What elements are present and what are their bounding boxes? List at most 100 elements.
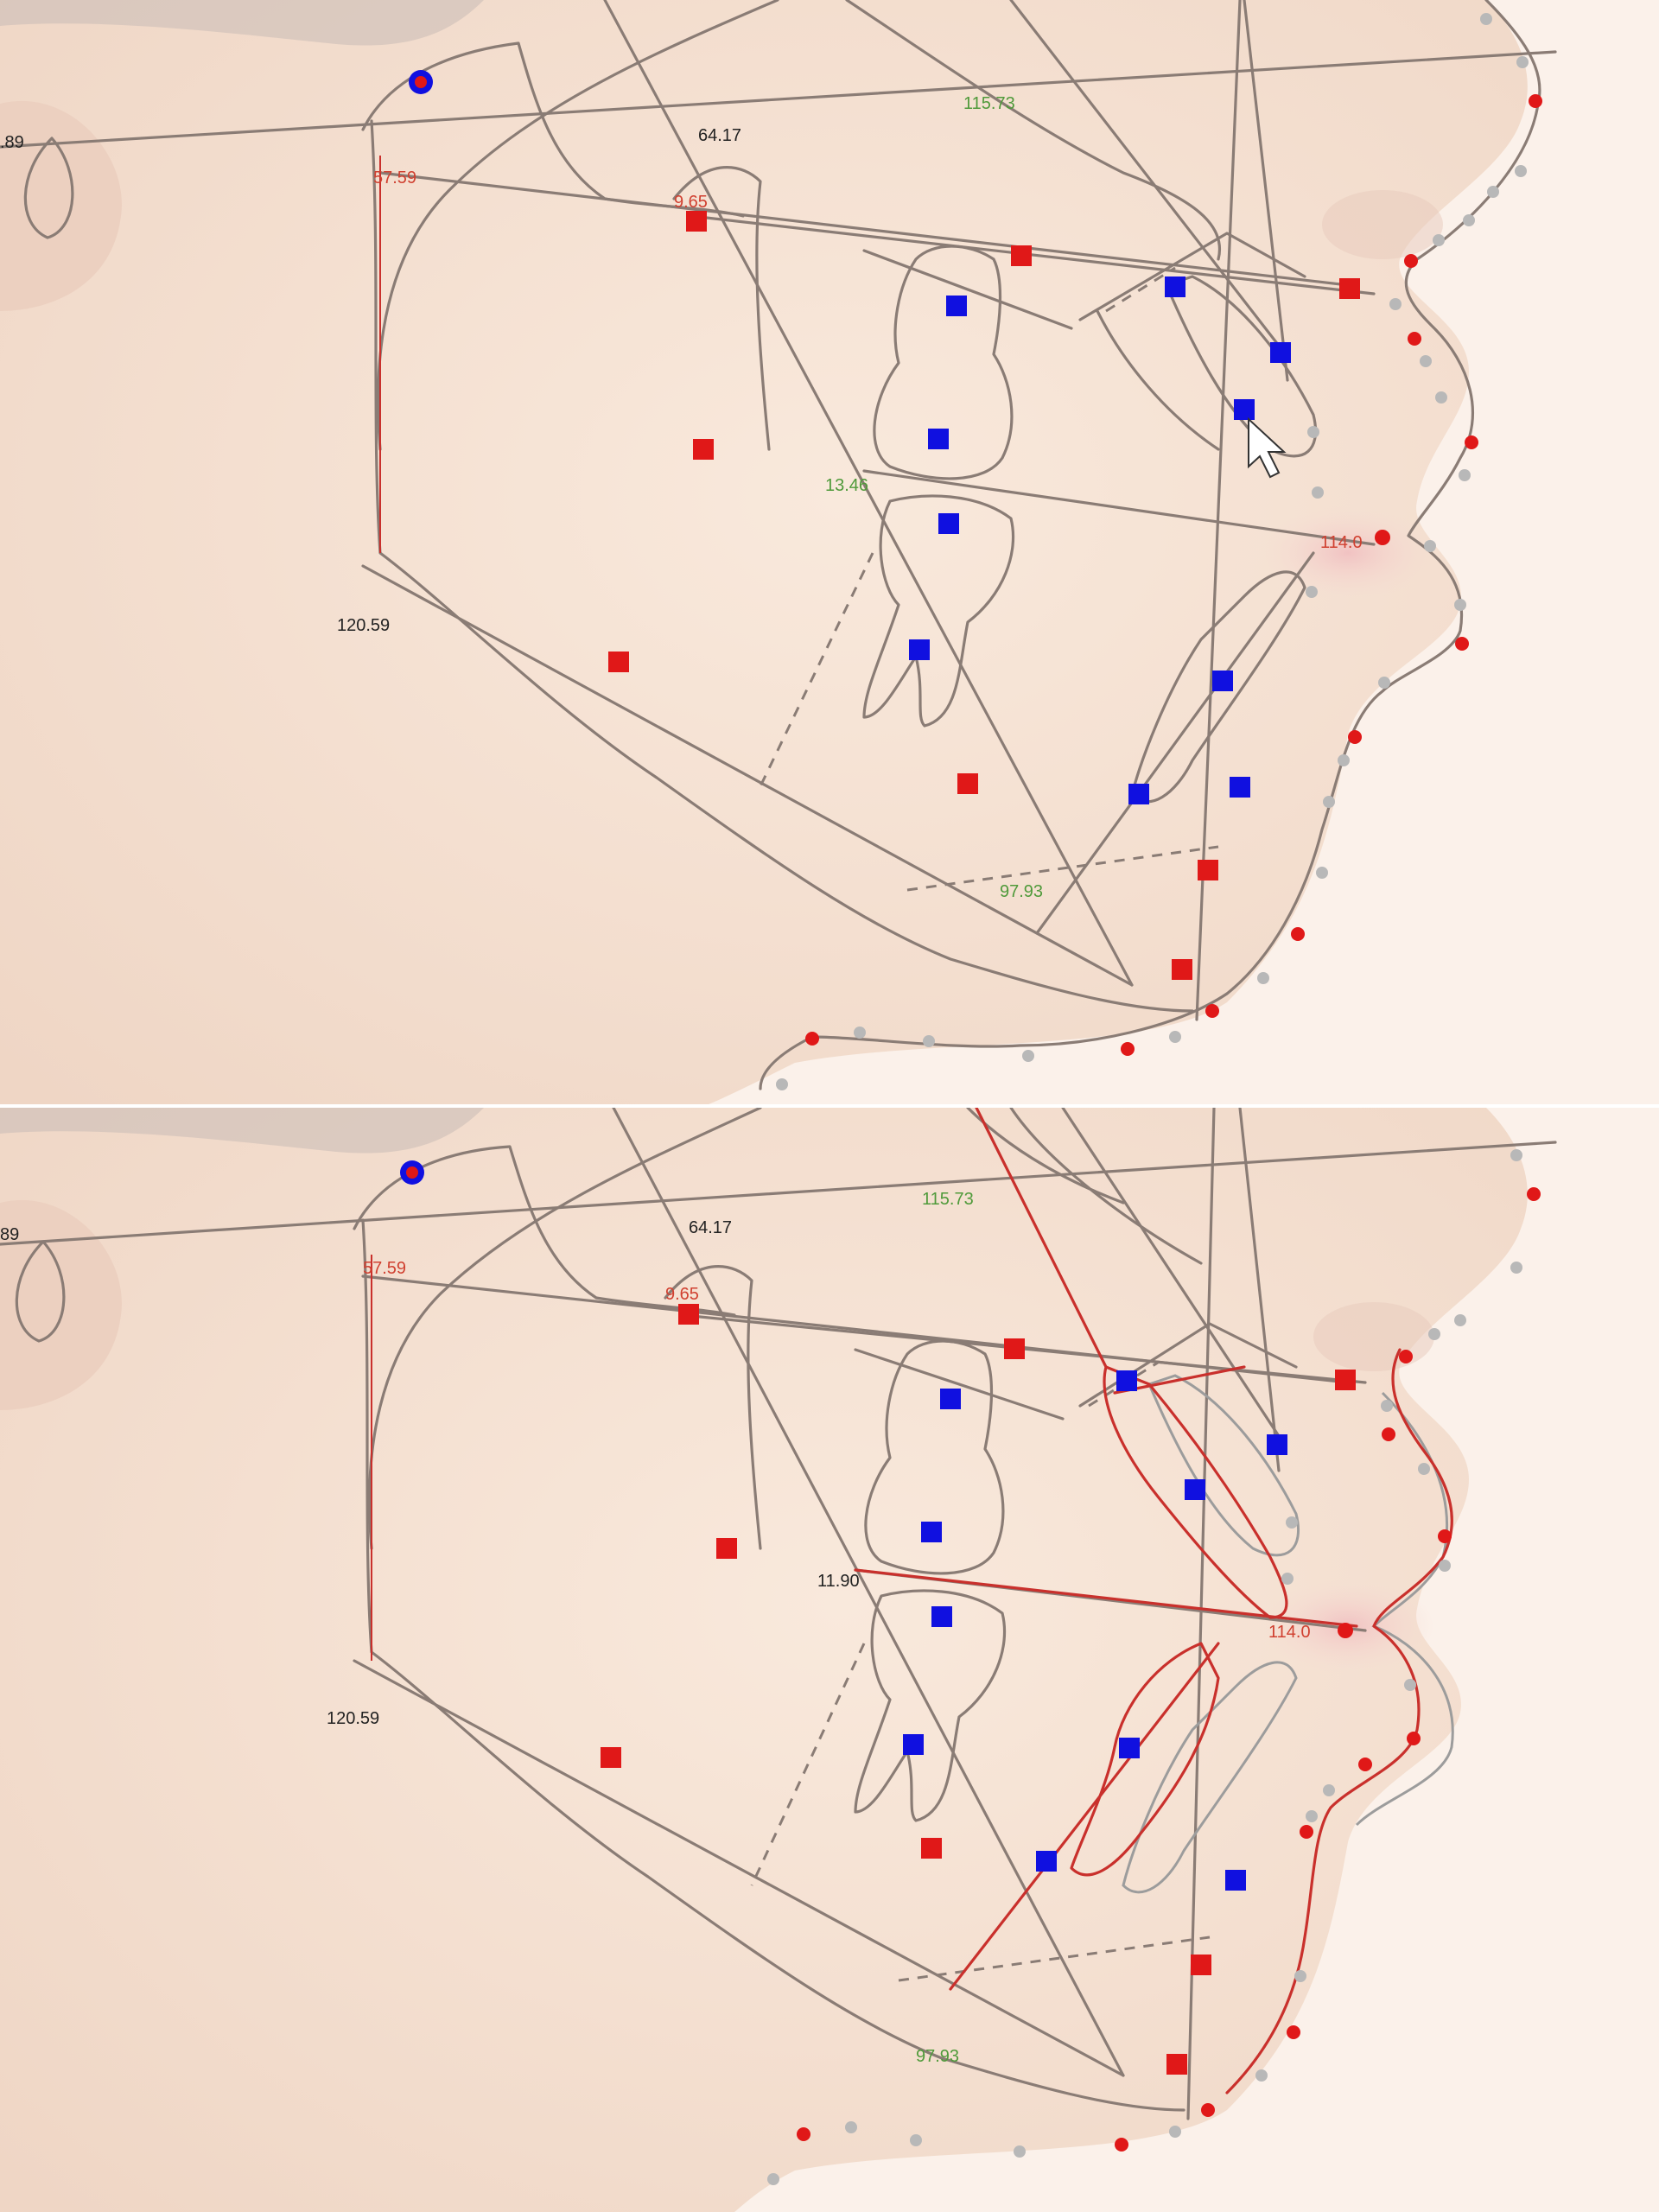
soft-tissue-dot[interactable]: [1281, 1573, 1294, 1585]
soft-tissue-dot[interactable]: [1169, 2126, 1181, 2138]
soft-tissue-dot[interactable]: [1454, 1314, 1466, 1326]
soft-tissue-dot[interactable]: [845, 2121, 857, 2133]
soft-tissue-dot[interactable]: [1389, 298, 1402, 310]
lower-molar-root-landmark[interactable]: [903, 1734, 924, 1755]
soft-tissue-dot[interactable]: [1435, 391, 1447, 404]
infradentale-landmark[interactable]: [1225, 1870, 1246, 1891]
soft-pogonion-dot[interactable]: [1287, 2025, 1300, 2039]
lower-molar-cusp-landmark[interactable]: [931, 1606, 952, 1627]
soft-tissue-dot[interactable]: [1433, 234, 1445, 246]
soft-tissue-dot[interactable]: [1014, 2145, 1026, 2158]
soft-pogonion-dot[interactable]: [1291, 927, 1305, 941]
pogonion-landmark[interactable]: [1191, 1955, 1211, 1975]
soft-b-point-dot[interactable]: [1348, 730, 1362, 744]
prosthion-landmark[interactable]: [1267, 1434, 1287, 1455]
soft-b-point-dot[interactable]: [1358, 1758, 1372, 1771]
labrale-sup-dot[interactable]: [1465, 435, 1478, 449]
labrale-inf-dot[interactable]: [1407, 1732, 1421, 1745]
soft-tissue-dot[interactable]: [1516, 56, 1529, 68]
labrale-inf-dot[interactable]: [1455, 637, 1469, 651]
soft-menton-dot[interactable]: [1201, 2103, 1215, 2117]
pns-landmark[interactable]: [1004, 1338, 1025, 1359]
soft-tissue-dot[interactable]: [1418, 1463, 1430, 1475]
soft-tissue-dot[interactable]: [1381, 1400, 1393, 1412]
subnasale-dot[interactable]: [1404, 254, 1418, 268]
d-point-landmark[interactable]: [921, 1838, 942, 1859]
soft-tissue-dot[interactable]: [910, 2134, 922, 2146]
a-point-landmark[interactable]: [1165, 276, 1185, 297]
soft-tissue-dot[interactable]: [1338, 754, 1350, 766]
soft-tissue-dot[interactable]: [1510, 1149, 1522, 1161]
stomion-dot[interactable]: [1338, 1623, 1353, 1638]
b-point-landmark[interactable]: [1128, 784, 1149, 804]
upper-molar-landmark[interactable]: [940, 1389, 961, 1409]
upper-incisor-apex-landmark[interactable]: [1234, 399, 1255, 420]
gonion-landmark[interactable]: [608, 652, 629, 672]
menton-landmark[interactable]: [1166, 2054, 1187, 2075]
soft-gnathion-dot[interactable]: [1115, 2138, 1128, 2152]
soft-tissue-dot[interactable]: [1480, 13, 1492, 25]
soft-gnathion-dot[interactable]: [1121, 1042, 1135, 1056]
pt-landmark[interactable]: [716, 1538, 737, 1559]
soft-tissue-dot[interactable]: [1323, 796, 1335, 808]
cervical-dot[interactable]: [805, 1032, 819, 1046]
soft-tissue-dot[interactable]: [1424, 540, 1436, 552]
soft-tissue-dot[interactable]: [1428, 1328, 1440, 1340]
ans-landmark[interactable]: [1339, 278, 1360, 299]
a-point-landmark[interactable]: [1116, 1370, 1137, 1391]
d-point-landmark[interactable]: [957, 773, 978, 794]
pronasale-dot[interactable]: [1529, 94, 1542, 108]
soft-tissue-dot[interactable]: [1463, 214, 1475, 226]
soft-tissue-dot[interactable]: [1510, 1262, 1522, 1274]
soft-menton-dot[interactable]: [1205, 1004, 1219, 1018]
lower-incisor-landmark[interactable]: [1119, 1738, 1140, 1758]
soft-a-point-dot[interactable]: [1408, 332, 1421, 346]
soft-tissue-dot[interactable]: [1404, 1679, 1416, 1691]
soft-tissue-dot[interactable]: [1306, 586, 1318, 598]
soft-tissue-dot[interactable]: [1515, 165, 1527, 177]
soft-tissue-dot[interactable]: [1257, 972, 1269, 984]
lower-molar-cusp-landmark[interactable]: [938, 513, 959, 534]
soft-tissue-dot[interactable]: [1294, 1970, 1306, 1982]
ans-landmark[interactable]: [1335, 1370, 1356, 1390]
soft-tissue-dot[interactable]: [854, 1027, 866, 1039]
pronasale-dot[interactable]: [1527, 1187, 1541, 1201]
soft-tissue-dot[interactable]: [1323, 1784, 1335, 1796]
stomion-dot[interactable]: [1375, 530, 1390, 545]
menton-landmark[interactable]: [1172, 959, 1192, 980]
soft-tissue-dot[interactable]: [1439, 1560, 1451, 1572]
upper-molar-cusp-landmark[interactable]: [921, 1522, 942, 1542]
soft-tissue-dot[interactable]: [1487, 186, 1499, 198]
pns-landmark[interactable]: [1011, 245, 1032, 266]
gonion-landmark[interactable]: [601, 1747, 621, 1768]
lower-incisor-landmark[interactable]: [1212, 671, 1233, 691]
soft-tissue-dot[interactable]: [1316, 867, 1328, 879]
lower-molar-root-landmark[interactable]: [909, 639, 930, 660]
soft-tissue-dot[interactable]: [1306, 1810, 1318, 1822]
infradentale-landmark[interactable]: [1230, 777, 1250, 798]
upper-molar-cusp-landmark[interactable]: [928, 429, 949, 449]
soft-tissue-dot[interactable]: [1378, 677, 1390, 689]
soft-tissue-dot[interactable]: [776, 1078, 788, 1090]
soft-tissue-dot[interactable]: [923, 1035, 935, 1047]
soft-tissue-dot[interactable]: [1022, 1050, 1034, 1062]
soft-tissue-dot[interactable]: [1169, 1031, 1181, 1043]
pogonion-landmark[interactable]: [1198, 860, 1218, 880]
sella-landmark[interactable]: [678, 1304, 699, 1325]
sella-landmark[interactable]: [686, 211, 707, 232]
upper-molar-landmark[interactable]: [946, 296, 967, 316]
soft-tissue-dot[interactable]: [1312, 486, 1324, 499]
soft-tissue-dot[interactable]: [1307, 426, 1319, 438]
upper-incisor-apex-landmark[interactable]: [1185, 1479, 1205, 1500]
subnasale-dot[interactable]: [1399, 1350, 1413, 1363]
soft-a-point-dot[interactable]: [1382, 1427, 1395, 1441]
soft-tissue-dot[interactable]: [1255, 2069, 1268, 2082]
soft-tissue-dot[interactable]: [1286, 1516, 1298, 1529]
prosthion-landmark[interactable]: [1270, 342, 1291, 363]
soft-tissue-dot[interactable]: [1420, 355, 1432, 367]
b-point-landmark[interactable]: [1036, 1851, 1057, 1872]
soft-tissue-dot[interactable]: [767, 2173, 779, 2185]
soft-tissue-dot[interactable]: [1459, 469, 1471, 481]
cervical-dot[interactable]: [797, 2127, 810, 2141]
soft-b2-dot[interactable]: [1300, 1825, 1313, 1839]
